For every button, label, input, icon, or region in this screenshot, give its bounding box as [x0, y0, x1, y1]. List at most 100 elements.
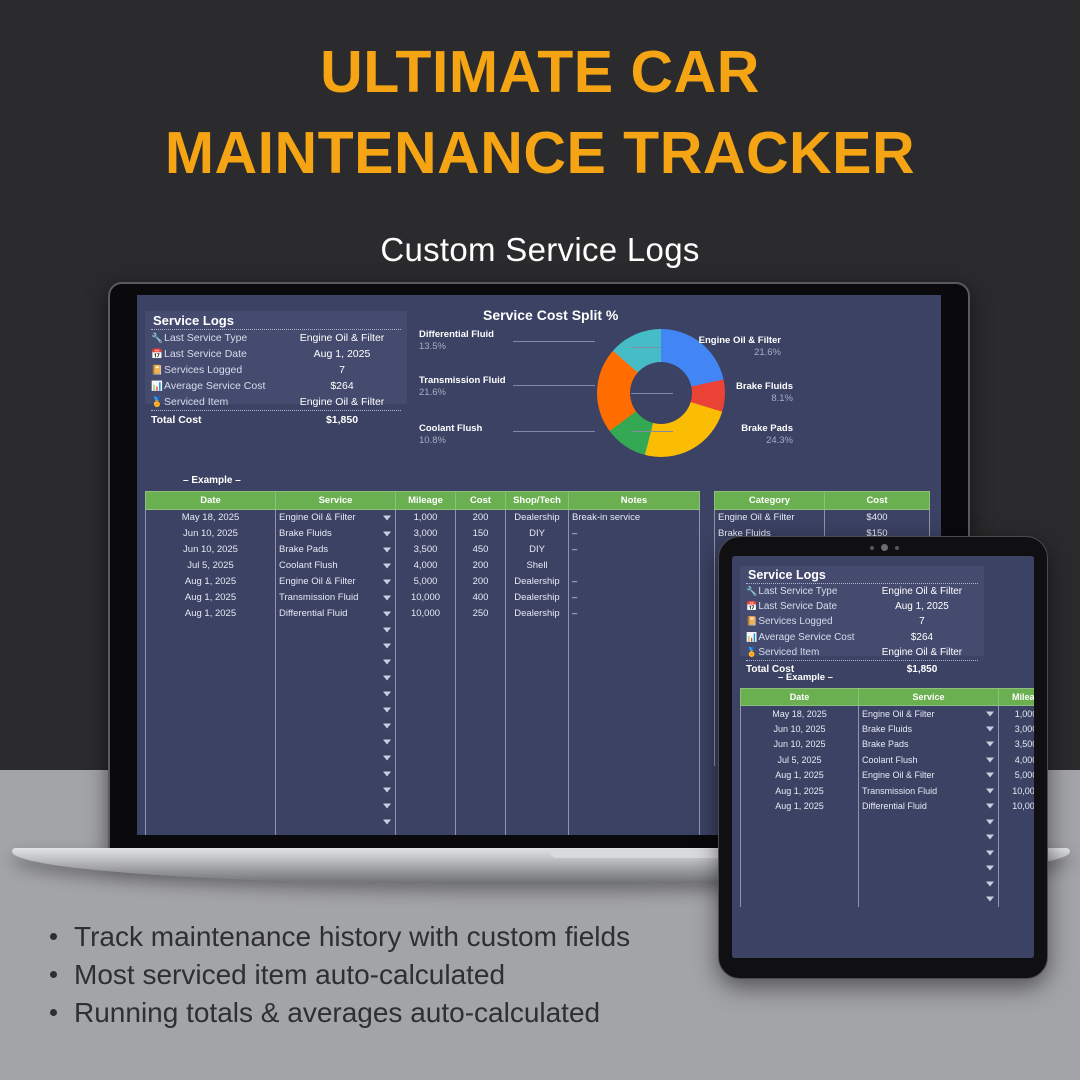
- cell-notes[interactable]: Break-in service: [568, 509, 700, 526]
- cell-empty[interactable]: [275, 797, 396, 814]
- category-column-header[interactable]: Cost: [824, 491, 930, 510]
- cell-cost[interactable]: $400: [824, 509, 930, 526]
- cell-service[interactable]: Coolant Flush: [275, 557, 396, 574]
- cell-date[interactable]: Aug 1, 2025: [145, 605, 276, 622]
- cell-empty[interactable]: [505, 701, 569, 718]
- cell-empty[interactable]: [275, 749, 396, 766]
- cell-mileage[interactable]: 10,000: [998, 798, 1034, 814]
- category-row[interactable]: Engine Oil & Filter$400: [714, 509, 930, 526]
- table-row-empty[interactable]: [145, 621, 700, 638]
- cell-empty[interactable]: [455, 813, 506, 830]
- cell-empty[interactable]: [145, 813, 276, 830]
- cell-date[interactable]: Jun 10, 2025: [145, 541, 276, 558]
- dropdown-caret-icon[interactable]: [383, 707, 391, 712]
- cell-mileage[interactable]: 4,000: [395, 557, 456, 574]
- dropdown-caret-icon[interactable]: [383, 547, 391, 552]
- cell-mileage[interactable]: 3,000: [998, 721, 1034, 737]
- cell-empty[interactable]: [740, 845, 859, 861]
- cell-empty[interactable]: [505, 717, 569, 734]
- cell-notes[interactable]: –: [568, 525, 700, 542]
- cell-cost[interactable]: 450: [455, 541, 506, 558]
- column-header-cost[interactable]: Cost: [455, 491, 506, 510]
- table-row-empty[interactable]: [145, 797, 700, 814]
- cell-empty[interactable]: [395, 797, 456, 814]
- column-header-notes[interactable]: Notes: [568, 491, 700, 510]
- cell-mileage[interactable]: 10,000: [998, 783, 1034, 799]
- cell-shop[interactable]: Dealership: [505, 509, 569, 526]
- cell-empty[interactable]: [455, 653, 506, 670]
- cell-empty[interactable]: [568, 653, 700, 670]
- cell-empty[interactable]: [505, 829, 569, 835]
- cell-service[interactable]: Transmission Fluid: [858, 783, 999, 799]
- cell-date[interactable]: Aug 1, 2025: [740, 783, 859, 799]
- cell-empty[interactable]: [998, 814, 1034, 830]
- cell-empty[interactable]: [395, 765, 456, 782]
- cell-empty[interactable]: [275, 781, 396, 798]
- table-row-empty[interactable]: [145, 749, 700, 766]
- cell-empty[interactable]: [145, 765, 276, 782]
- cell-empty[interactable]: [275, 621, 396, 638]
- cell-empty[interactable]: [145, 749, 276, 766]
- cell-empty[interactable]: [858, 845, 999, 861]
- dropdown-caret-icon[interactable]: [986, 850, 994, 856]
- dropdown-caret-icon[interactable]: [986, 741, 994, 747]
- cell-mileage[interactable]: 10,000: [395, 605, 456, 622]
- cell-empty[interactable]: [395, 717, 456, 734]
- dropdown-caret-icon[interactable]: [383, 595, 391, 600]
- table-row-empty[interactable]: [145, 717, 700, 734]
- cell-empty[interactable]: [858, 891, 999, 907]
- cell-date[interactable]: Jun 10, 2025: [740, 736, 859, 752]
- tablet-table-row-empty[interactable]: [740, 876, 1034, 892]
- cell-mileage[interactable]: 5,000: [395, 573, 456, 590]
- cell-empty[interactable]: [998, 845, 1034, 861]
- cell-empty[interactable]: [858, 829, 999, 845]
- dropdown-caret-icon[interactable]: [383, 675, 391, 680]
- table-row-empty[interactable]: [145, 669, 700, 686]
- dropdown-caret-icon[interactable]: [383, 659, 391, 664]
- cell-shop[interactable]: Dealership: [505, 573, 569, 590]
- cell-notes[interactable]: –: [568, 541, 700, 558]
- cell-empty[interactable]: [568, 717, 700, 734]
- cell-empty[interactable]: [740, 814, 859, 830]
- cell-empty[interactable]: [505, 653, 569, 670]
- column-header-service[interactable]: Service: [275, 491, 396, 510]
- cell-service[interactable]: Brake Pads: [275, 541, 396, 558]
- cell-empty[interactable]: [568, 621, 700, 638]
- dropdown-caret-icon[interactable]: [986, 803, 994, 809]
- cell-mileage[interactable]: 1,000: [395, 509, 456, 526]
- cell-empty[interactable]: [395, 669, 456, 686]
- cell-empty[interactable]: [455, 749, 506, 766]
- cell-empty[interactable]: [275, 733, 396, 750]
- cell-empty[interactable]: [505, 813, 569, 830]
- cell-date[interactable]: Aug 1, 2025: [740, 798, 859, 814]
- cell-cost[interactable]: 400: [455, 589, 506, 606]
- cell-cost[interactable]: 250: [455, 605, 506, 622]
- cell-empty[interactable]: [740, 891, 859, 907]
- cell-empty[interactable]: [505, 685, 569, 702]
- cell-shop[interactable]: Dealership: [505, 589, 569, 606]
- table-row-empty[interactable]: [145, 765, 700, 782]
- cell-cost[interactable]: 150: [455, 525, 506, 542]
- cell-notes[interactable]: –: [568, 573, 700, 590]
- cell-empty[interactable]: [505, 733, 569, 750]
- cell-mileage[interactable]: 5,000: [998, 767, 1034, 783]
- cell-cost[interactable]: 200: [455, 573, 506, 590]
- cell-empty[interactable]: [395, 829, 456, 835]
- column-header-mileage[interactable]: Mileage: [395, 491, 456, 510]
- cell-empty[interactable]: [275, 701, 396, 718]
- table-row-empty[interactable]: [145, 701, 700, 718]
- cell-service[interactable]: Brake Fluids: [275, 525, 396, 542]
- cell-empty[interactable]: [568, 781, 700, 798]
- tablet-table-row-empty[interactable]: [740, 814, 1034, 830]
- cell-service[interactable]: Differential Fluid: [275, 605, 396, 622]
- cell-mileage[interactable]: 4,000: [998, 752, 1034, 768]
- tablet-column-header[interactable]: Service: [858, 688, 999, 706]
- table-row-empty[interactable]: [145, 781, 700, 798]
- cell-mileage[interactable]: 3,500: [998, 736, 1034, 752]
